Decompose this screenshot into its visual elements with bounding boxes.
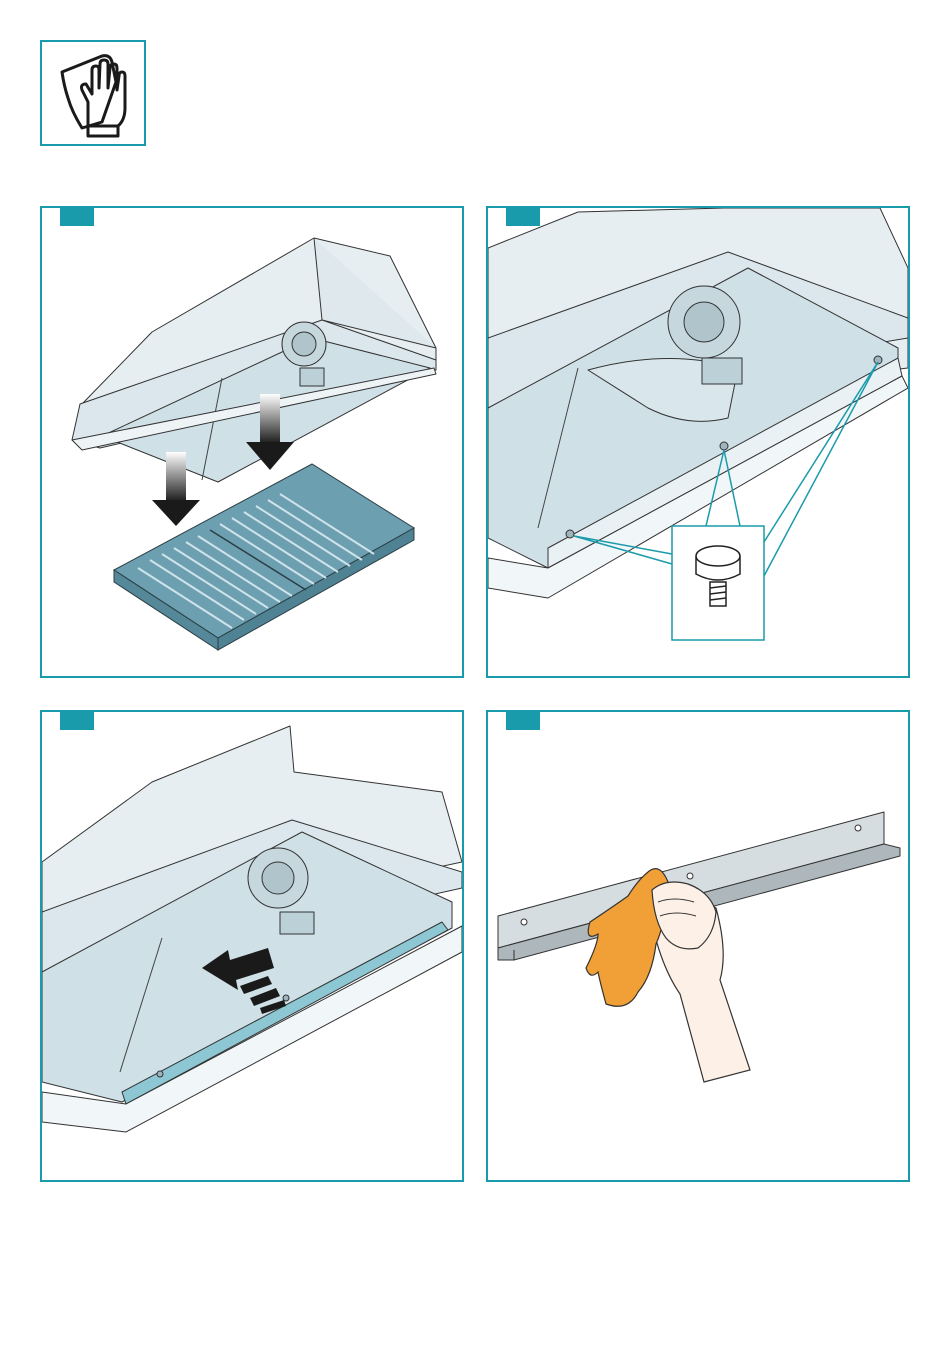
step-marker-1 [60,206,94,226]
step-marker-3 [60,710,94,730]
glove-icon-box [40,40,146,146]
grease-filter [114,464,414,650]
glove-hand-icon [42,42,144,144]
screw-knob-detail [696,546,740,606]
step-marker-4 [506,710,540,730]
screw-detail-illustration [488,208,908,676]
cloth-wiping-illustration [488,712,908,1180]
step-marker-2 [506,206,540,226]
step-panel-2 [486,206,910,678]
filter-removal-illustration [42,208,462,676]
step-panel-1 [40,206,464,678]
step-panel-4 [486,710,910,1182]
slide-illustration [42,712,462,1180]
step-panel-3 [40,710,464,1182]
